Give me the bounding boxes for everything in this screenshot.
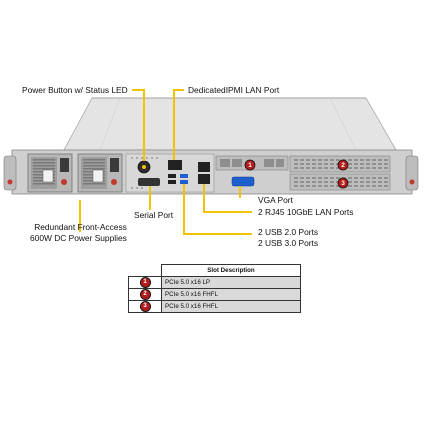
callout-ipmi-port: DedicatedIPMI LAN Port xyxy=(188,85,280,95)
slot-marker-label: 2 xyxy=(341,162,345,169)
callout-lines xyxy=(79,89,252,235)
rack-ear-right xyxy=(405,155,419,191)
callout-usb-ports: 2 USB 2.0 Ports 2 USB 3.0 Ports xyxy=(258,227,318,248)
vga-port-icon xyxy=(231,176,255,187)
slot-marker-label: 1 xyxy=(248,162,252,169)
callout-usb30: 2 USB 3.0 Ports xyxy=(258,237,319,248)
slot-badge: 1 xyxy=(139,277,151,288)
slot-marker-3 xyxy=(337,177,349,189)
slot-badge: 2 xyxy=(139,289,151,300)
callout-psu-line1: Redundant Front-Access xyxy=(34,222,127,232)
callout-usb20: 2 USB 2.0 Ports xyxy=(258,227,319,237)
slot-marker-label: 3 xyxy=(341,180,345,187)
callout-power-button: Power Button w/ Status LED xyxy=(22,85,128,95)
slot-description-cell: PCIe 5.0 x16 FHFL xyxy=(161,300,301,313)
rack-ear-left xyxy=(3,155,17,191)
slot-number-cell: 1 xyxy=(128,276,162,289)
slot-badge: 3 xyxy=(139,301,151,312)
slot-description-header: Slot Description xyxy=(161,264,301,277)
slot-marker-2 xyxy=(337,159,349,171)
slot-number-cell: 2 xyxy=(128,288,162,301)
slot-marker-1 xyxy=(244,159,256,171)
usb20-port-icon xyxy=(168,174,176,178)
power-supply-1 xyxy=(27,153,73,193)
slot-description-cell: PCIe 5.0 x16 FHFL xyxy=(161,288,301,301)
callout-psu-line2: 600W DC Power Supplies xyxy=(30,232,127,243)
chassis-top-cover xyxy=(63,97,397,151)
power-supply-2 xyxy=(77,153,123,193)
table-row: 1 PCIe 5.0 x16 LP xyxy=(128,276,301,289)
table-corner xyxy=(128,264,162,277)
ipmi-port-icon xyxy=(168,160,182,170)
io-panel xyxy=(125,153,215,193)
table-header-row: Slot Description xyxy=(128,264,301,277)
slot-number-cell: 3 xyxy=(128,300,162,313)
rj45-port-icon xyxy=(198,162,210,172)
callout-psu: Redundant Front-Access 600W DC Power Sup… xyxy=(30,222,127,243)
callout-serial-port: Serial Port xyxy=(134,210,174,220)
usb30-port-icon xyxy=(180,174,188,178)
slot-description-table: Slot Description 1 PCIe 5.0 x16 LP 2 PCI… xyxy=(128,264,301,313)
callout-vga-port: VGA Port xyxy=(258,195,293,205)
table-row: 2 PCIe 5.0 x16 FHFL xyxy=(128,288,301,301)
table-row: 3 PCIe 5.0 x16 FHFL xyxy=(128,300,301,313)
callout-rj45-ports: 2 RJ45 10GbE LAN Ports xyxy=(258,207,354,217)
slot-description-cell: PCIe 5.0 x16 LP xyxy=(161,276,301,289)
serial-port-icon xyxy=(138,178,160,186)
